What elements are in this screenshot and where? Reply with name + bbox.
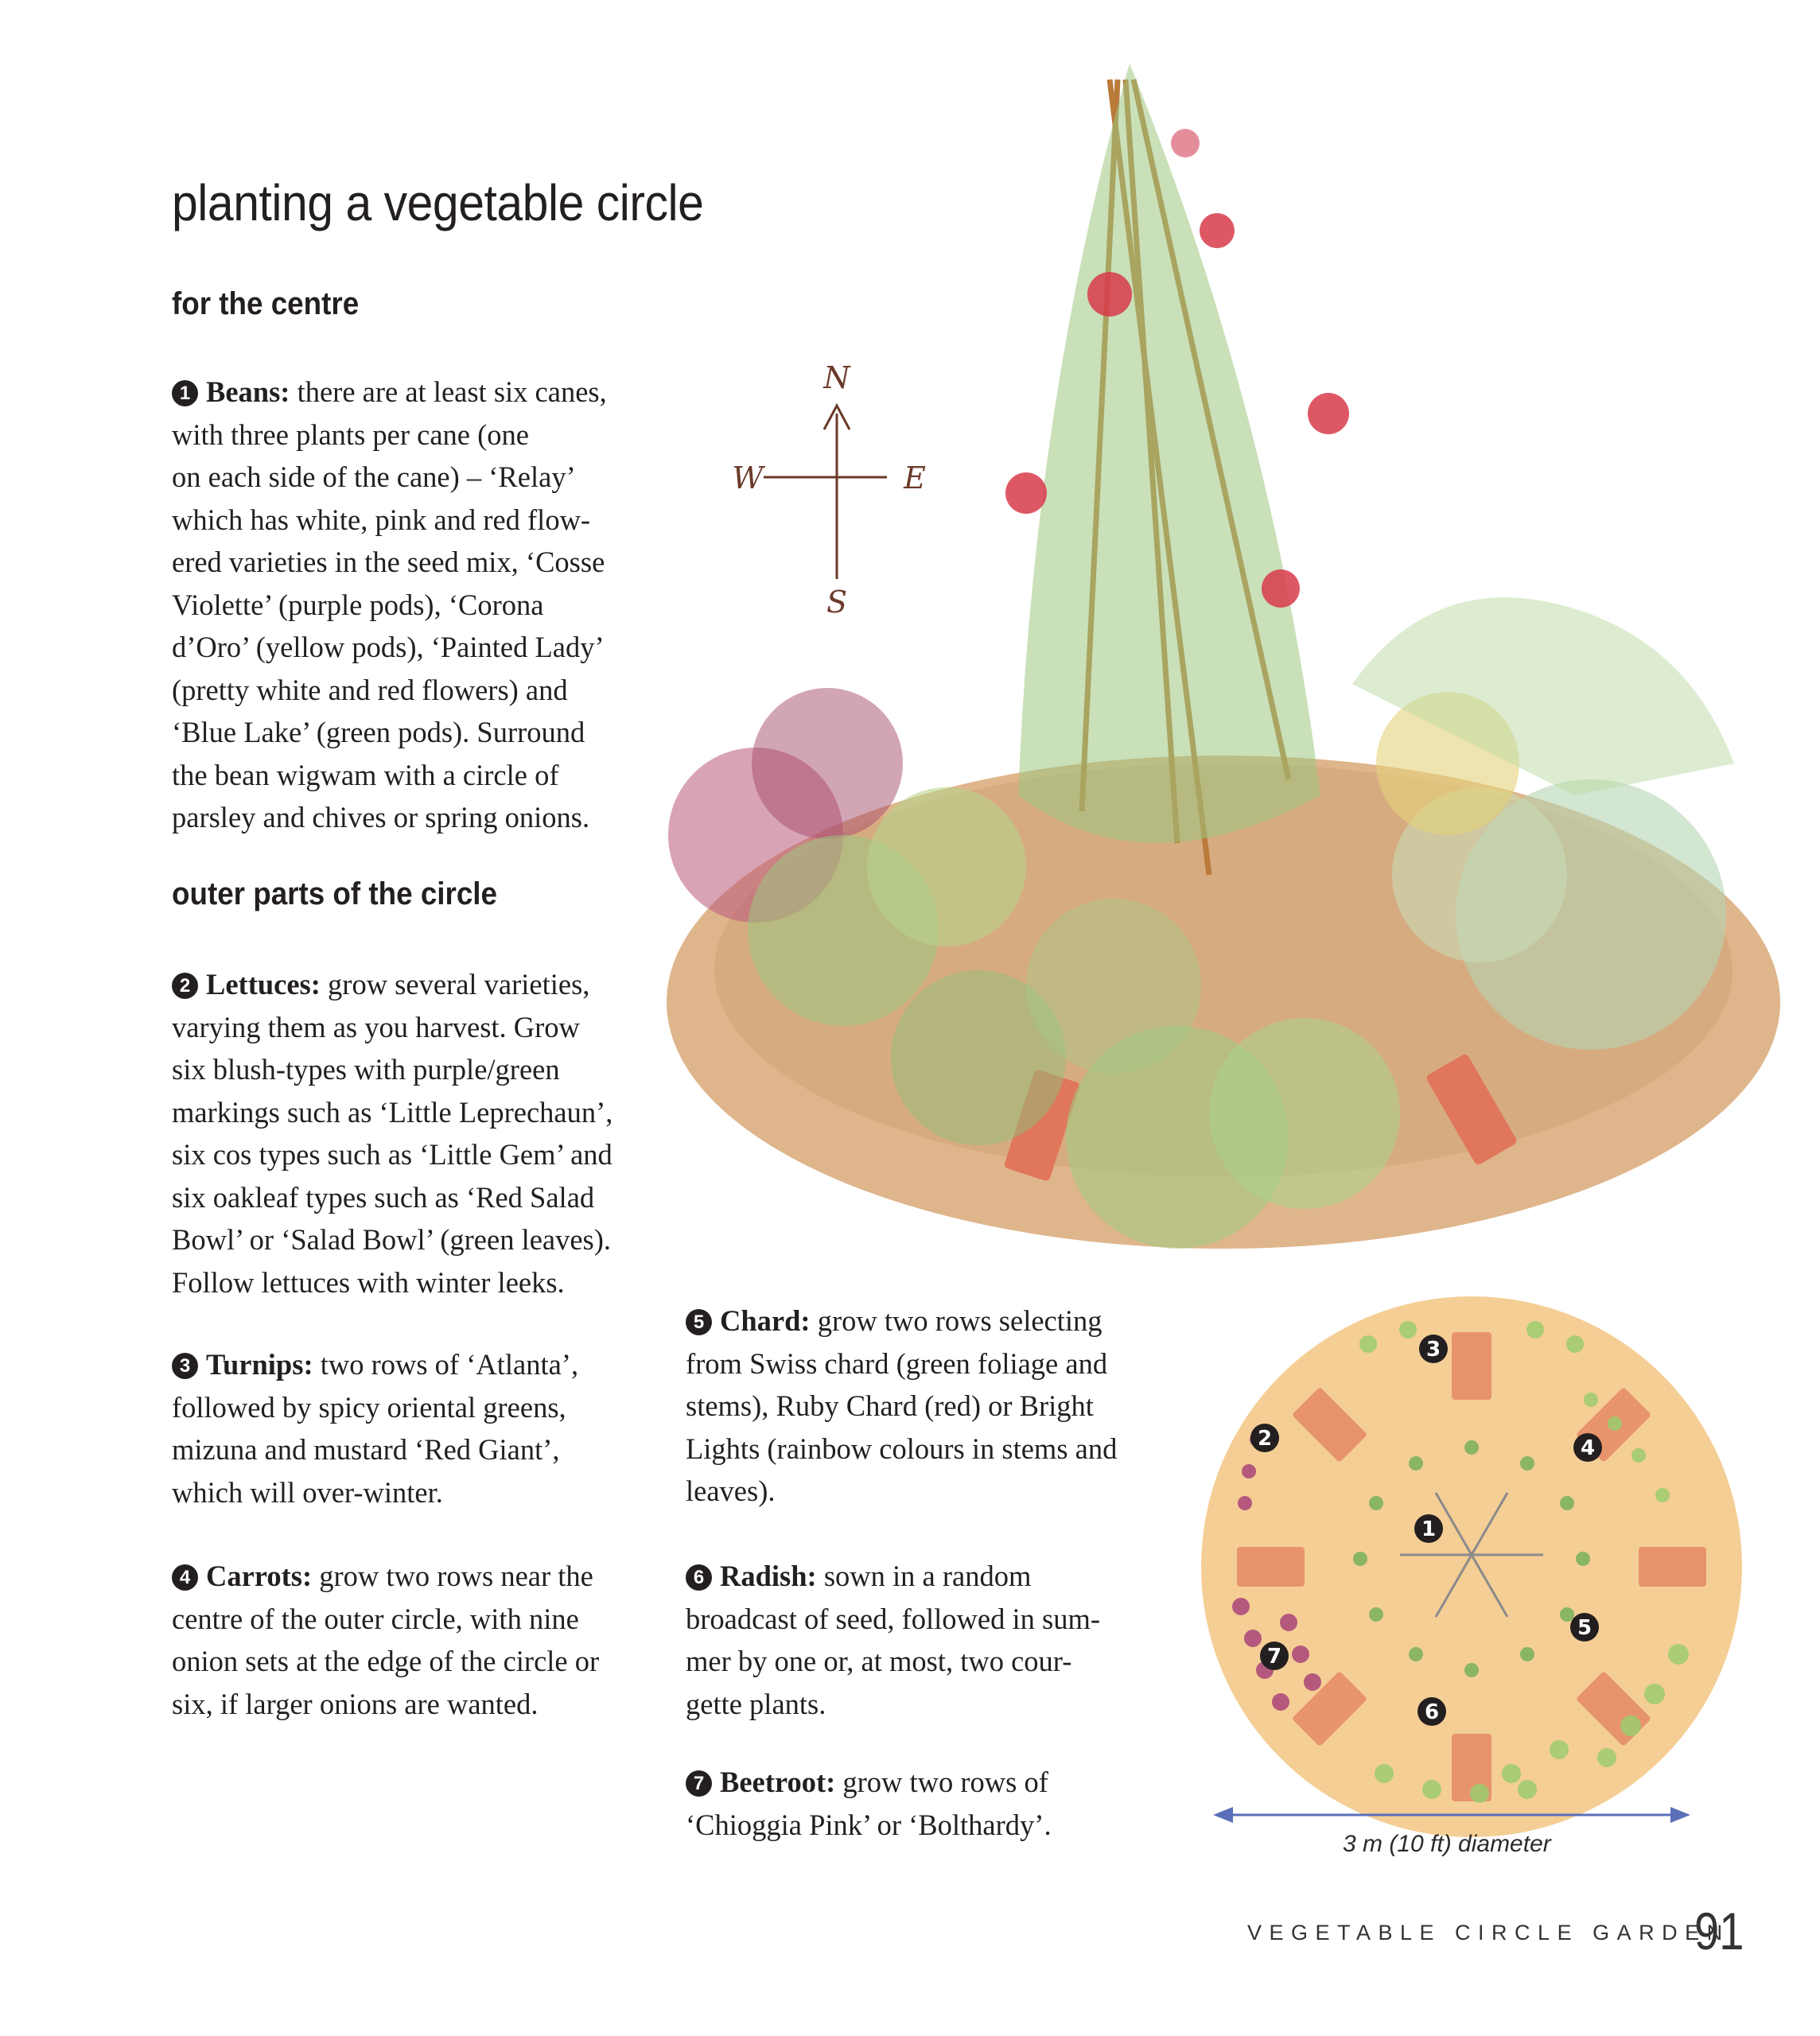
plan-label-4: 4	[1581, 1436, 1595, 1460]
number-badge: 6	[686, 1564, 712, 1591]
number-badge: 1	[172, 380, 198, 406]
running-footer: VEGETABLE CIRCLE GARDEN	[1247, 1921, 1730, 1945]
compass-rose-icon: N E S W	[732, 360, 926, 620]
page-title: planting a vegetable circle	[172, 174, 704, 231]
compass-west-label: W	[732, 460, 765, 495]
section-heading-centre: for the centre	[172, 286, 360, 321]
number-badge: 4	[172, 1564, 198, 1591]
number-badge: 3	[172, 1353, 198, 1379]
entry-name: Carrots:	[206, 1560, 313, 1592]
plan-label-6: 6	[1425, 1700, 1439, 1724]
page-number: 91	[1694, 1902, 1744, 1960]
entry-name: Lettuces:	[206, 968, 321, 1001]
plan-label-2: 2	[1258, 1427, 1272, 1451]
entry-name: Beetroot:	[720, 1766, 836, 1798]
number-badge: 2	[172, 973, 198, 999]
entry-name: Beans:	[206, 375, 290, 408]
entry-name: Radish:	[720, 1560, 817, 1592]
number-badge: 5	[686, 1309, 712, 1335]
entry-name: Chard:	[720, 1304, 811, 1337]
section-heading-outer: outer parts of the circle	[172, 876, 497, 911]
compass-north-label: N	[822, 360, 851, 395]
compass-east-label: E	[903, 460, 926, 495]
plan-label-5: 5	[1577, 1616, 1592, 1640]
plan-label-7: 7	[1267, 1645, 1281, 1669]
garden-illustration	[667, 64, 1780, 1249]
entry-name: Turnips:	[206, 1348, 313, 1381]
plan-label-3: 3	[1426, 1338, 1441, 1362]
plan-label-1: 1	[1421, 1517, 1436, 1541]
number-badge: 7	[686, 1770, 712, 1797]
planting-plan: 3 2 4 1 7 5 6	[1201, 1296, 1742, 1837]
compass-south-label: S	[826, 585, 847, 620]
dimension-arrow-icon	[1213, 1807, 1690, 1823]
plan-caption: 3 m (10 ft) diameter	[1343, 1831, 1551, 1857]
